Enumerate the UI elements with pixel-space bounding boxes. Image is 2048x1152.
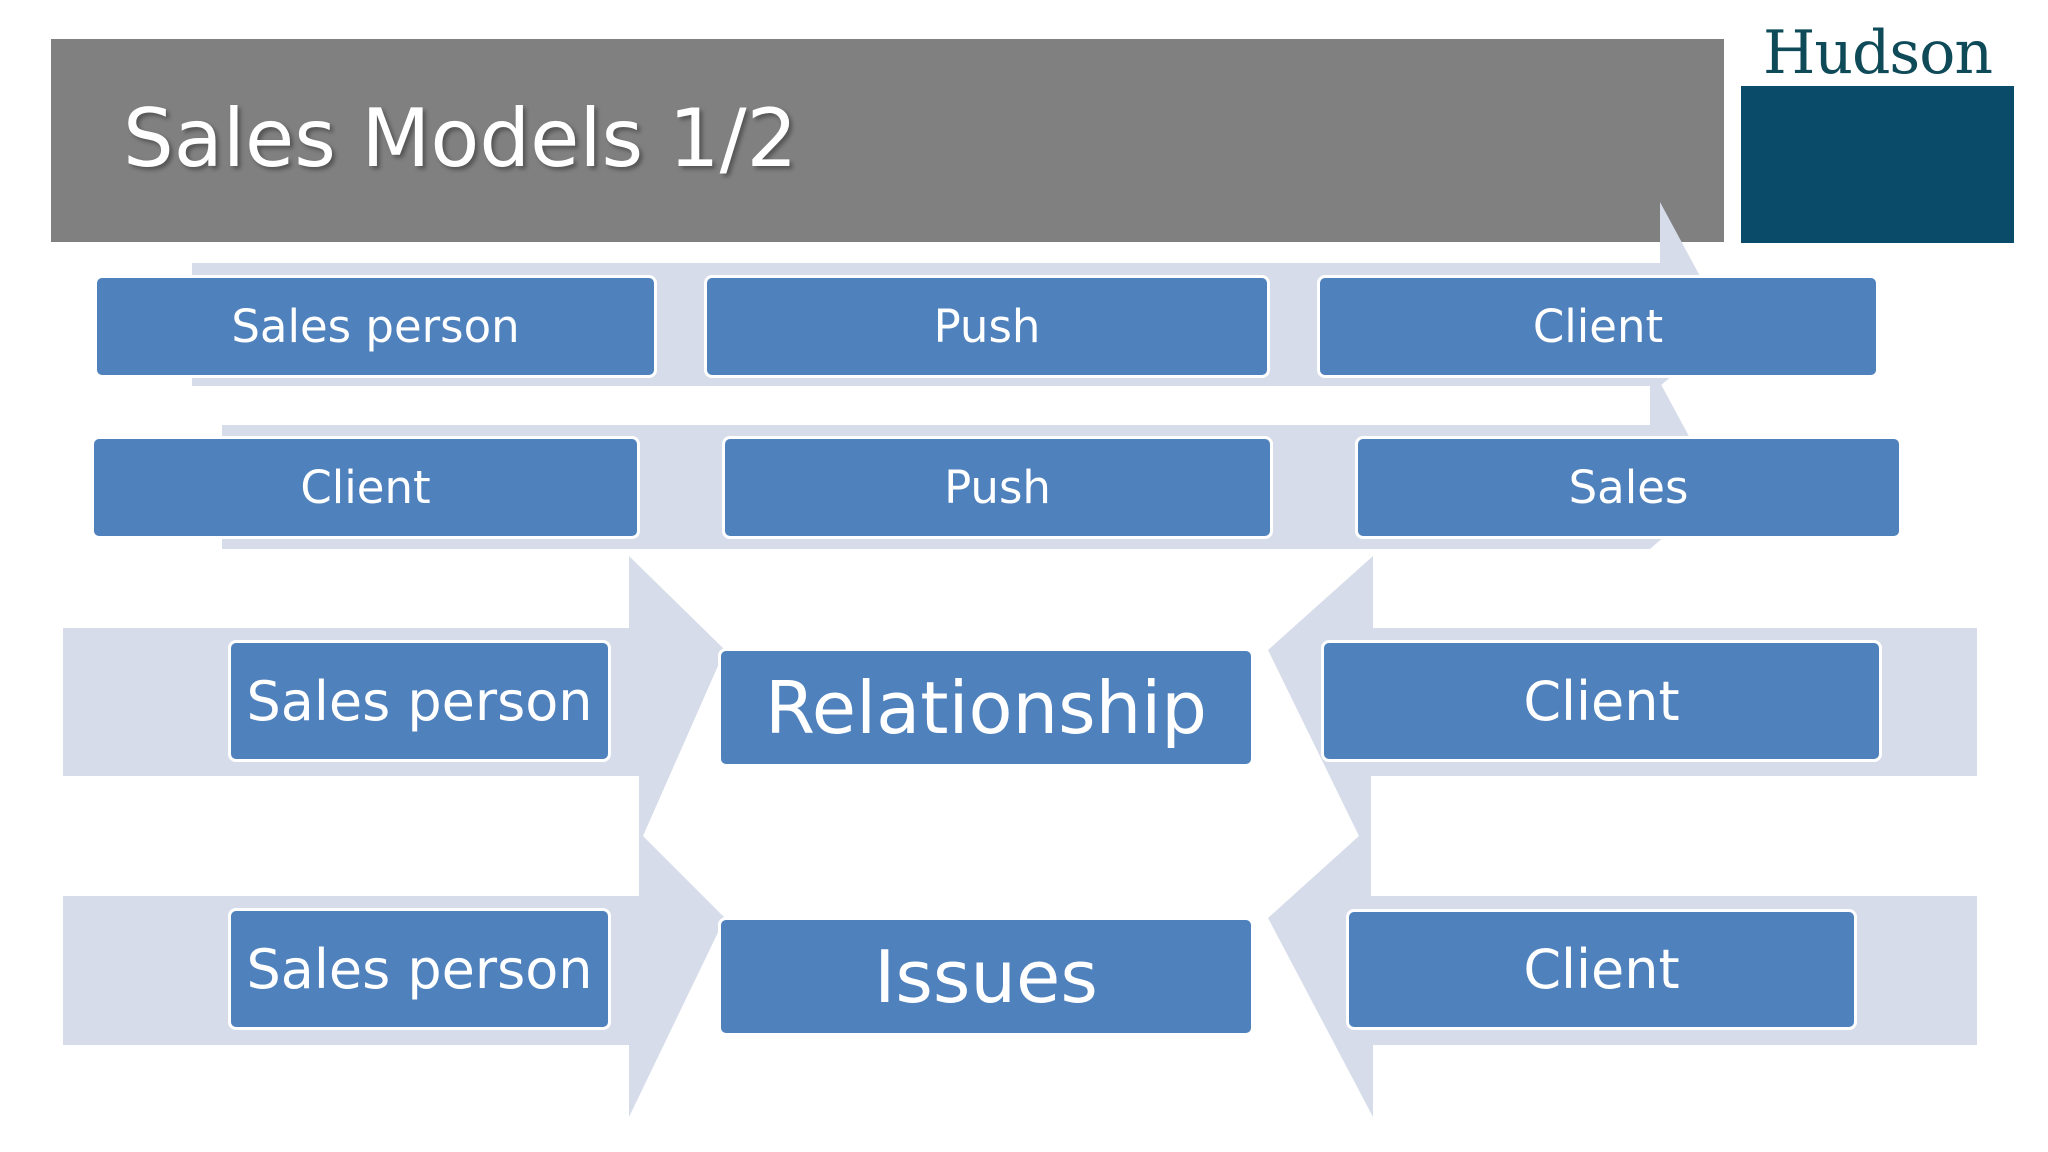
slide-title: Sales Models 1/2: [123, 92, 798, 185]
relationship-label: Relationship: [765, 665, 1207, 750]
row4-sales-person-label: Sales person: [246, 937, 593, 1001]
row2-sales-label: Sales: [1568, 461, 1689, 514]
row2-client-label: Client: [300, 461, 431, 514]
row4-client-box: Client: [1346, 909, 1857, 1030]
row3-client-box: Client: [1321, 640, 1882, 762]
row1-sales-person-label: Sales person: [231, 300, 520, 353]
row2-sales-box: Sales: [1355, 436, 1902, 539]
row1-client-box: Client: [1317, 275, 1879, 378]
row3-sales-person-label: Sales person: [246, 669, 593, 733]
left-chevron: [629, 556, 725, 1117]
row1-push-label: Push: [933, 300, 1041, 353]
logo-block: [1741, 86, 2014, 243]
row1-push-box: Push: [704, 275, 1270, 378]
logo-wordmark: Hudson: [1763, 18, 1993, 88]
relationship-box: Relationship: [718, 648, 1254, 767]
row3-client-label: Client: [1523, 669, 1680, 733]
row2-push-box: Push: [722, 436, 1273, 539]
hudson-logo: Hudson: [1741, 20, 2014, 243]
issues-label: Issues: [874, 934, 1098, 1019]
row1-client-label: Client: [1532, 300, 1664, 353]
title-bar: Sales Models 1/2: [51, 39, 1724, 242]
issues-box: Issues: [718, 917, 1254, 1036]
row2-client-box: Client: [91, 436, 640, 539]
row1-sales-person-box: Sales person: [94, 275, 657, 378]
row4-client-label: Client: [1523, 938, 1680, 1001]
row3-sales-person-box: Sales person: [228, 640, 611, 762]
row2-push-label: Push: [944, 461, 1051, 514]
row4-sales-person-box: Sales person: [228, 908, 611, 1030]
